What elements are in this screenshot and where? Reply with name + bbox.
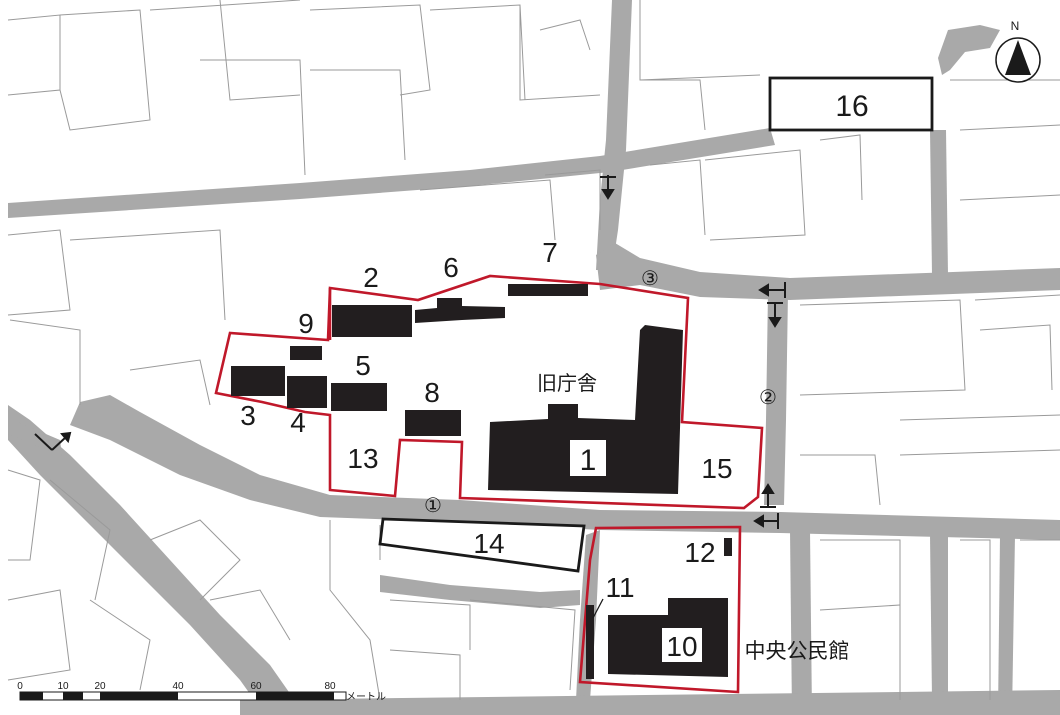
building-12 (724, 538, 732, 556)
arrow-icon (758, 282, 786, 298)
building-3 (231, 366, 285, 396)
label-6: 6 (443, 252, 459, 283)
label-box-10 (662, 628, 702, 662)
lot-16 (768, 76, 934, 132)
road-arrows (34, 175, 786, 529)
building-4 (287, 376, 327, 408)
label-12: 12 (684, 537, 715, 568)
scale-tick-80: 80 (324, 681, 336, 692)
scale-tick-40: 40 (172, 681, 184, 692)
road-marker-2: ② (759, 385, 777, 409)
road-northeast (930, 130, 948, 275)
road-network (8, 0, 1060, 715)
north-triangle-icon (1005, 40, 1031, 75)
road-east-1 (930, 535, 948, 700)
scale-unit: メートル (346, 692, 386, 703)
scale-tick-60: 60 (250, 681, 262, 692)
lot-lines (7, 0, 1060, 701)
building-2 (332, 305, 412, 337)
community-center-boundary (578, 525, 742, 694)
building-numbers: 1 2 3 4 5 6 7 8 9 10 11 12 13 14 15 16 (240, 90, 868, 662)
label-7: 7 (542, 237, 558, 268)
scale-seg-3 (100, 692, 178, 700)
label-1: 1 (580, 444, 597, 477)
label-13: 13 (347, 443, 378, 474)
road-east-2 (998, 535, 1015, 715)
road-1 (70, 395, 1060, 540)
building-6 (415, 298, 505, 323)
building-11 (586, 605, 594, 679)
label-11: 11 (605, 572, 634, 603)
road-northeast-curve (938, 25, 1000, 75)
scale-tick-0: 0 (17, 681, 23, 692)
scale-bar: 0 10 20 40 60 80 メートル (17, 681, 386, 703)
arrow-icon (34, 431, 72, 451)
label-15: 15 (701, 453, 732, 484)
road-southwest (8, 405, 305, 715)
building-8 (405, 410, 461, 436)
label-14: 14 (473, 528, 504, 559)
road-bottom (240, 690, 1060, 715)
old-office-label: 旧庁舎 (537, 371, 597, 395)
label-10: 10 (666, 631, 697, 662)
road-vertical-top (596, 0, 632, 270)
scale-seg-4 (256, 692, 334, 700)
building-9 (290, 346, 322, 360)
lot-14 (378, 517, 586, 573)
label-box-1 (570, 440, 606, 476)
label-4: 4 (290, 407, 306, 438)
building-1 (488, 325, 683, 494)
scale-tick-20: 20 (94, 681, 106, 692)
label-8: 8 (424, 377, 440, 408)
leader-line-11 (592, 598, 604, 619)
label-9: 9 (298, 308, 314, 339)
label-2: 2 (363, 262, 379, 293)
scale-tick-10: 10 (57, 681, 69, 692)
label-16: 16 (835, 90, 868, 123)
road-south-east (790, 530, 812, 715)
road-marker-3: ③ (641, 266, 659, 290)
road-3 (596, 243, 1060, 300)
road-south-lane (380, 575, 580, 608)
scale-seg-1 (20, 692, 43, 700)
arrow-icon (767, 302, 783, 328)
community-center-label: 中央公民館 (745, 639, 850, 663)
label-3: 3 (240, 400, 256, 431)
scale-seg-2 (63, 692, 83, 700)
building-5 (331, 383, 387, 411)
road-north (8, 128, 775, 218)
arrow-icon (760, 483, 776, 508)
label-5: 5 (355, 350, 371, 381)
building-7 (508, 284, 588, 296)
road-2 (764, 292, 788, 505)
arrow-icon (600, 175, 616, 200)
road-marker-1: ① (424, 493, 442, 517)
north-label: N (1011, 19, 1020, 33)
north-arrow: N (995, 19, 1041, 83)
arrow-icon (753, 513, 779, 529)
